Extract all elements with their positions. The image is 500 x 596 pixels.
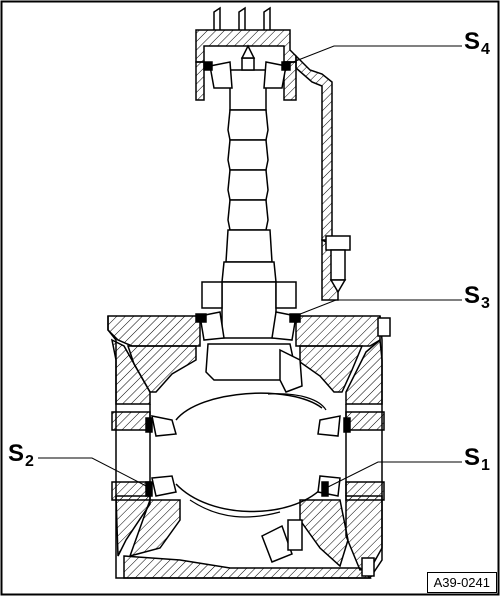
differential-bearings [145,415,351,497]
leader-lines [38,45,462,489]
pinion-lower-bearing [195,311,301,341]
casting-details [189,393,327,518]
bearing-flanges [111,411,385,501]
pinion-collar [201,281,297,309]
drain-plug [261,519,303,563]
pinion-shaft [221,44,277,339]
label-s2: S2 [8,440,34,470]
label-s1: S1 [464,444,490,474]
main-housing [107,315,383,579]
label-s3: S3 [464,282,490,312]
figure-reference: A39-0241 [426,572,497,593]
pinion-gear-head [205,343,303,393]
strut-bolt [325,235,351,294]
label-s4: S4 [464,28,490,58]
top-bearing-cap [195,29,297,101]
housing-bolt [377,317,391,337]
cap-lugs [213,6,271,30]
top-bearing [203,61,291,89]
bottom-bolt [361,557,375,577]
